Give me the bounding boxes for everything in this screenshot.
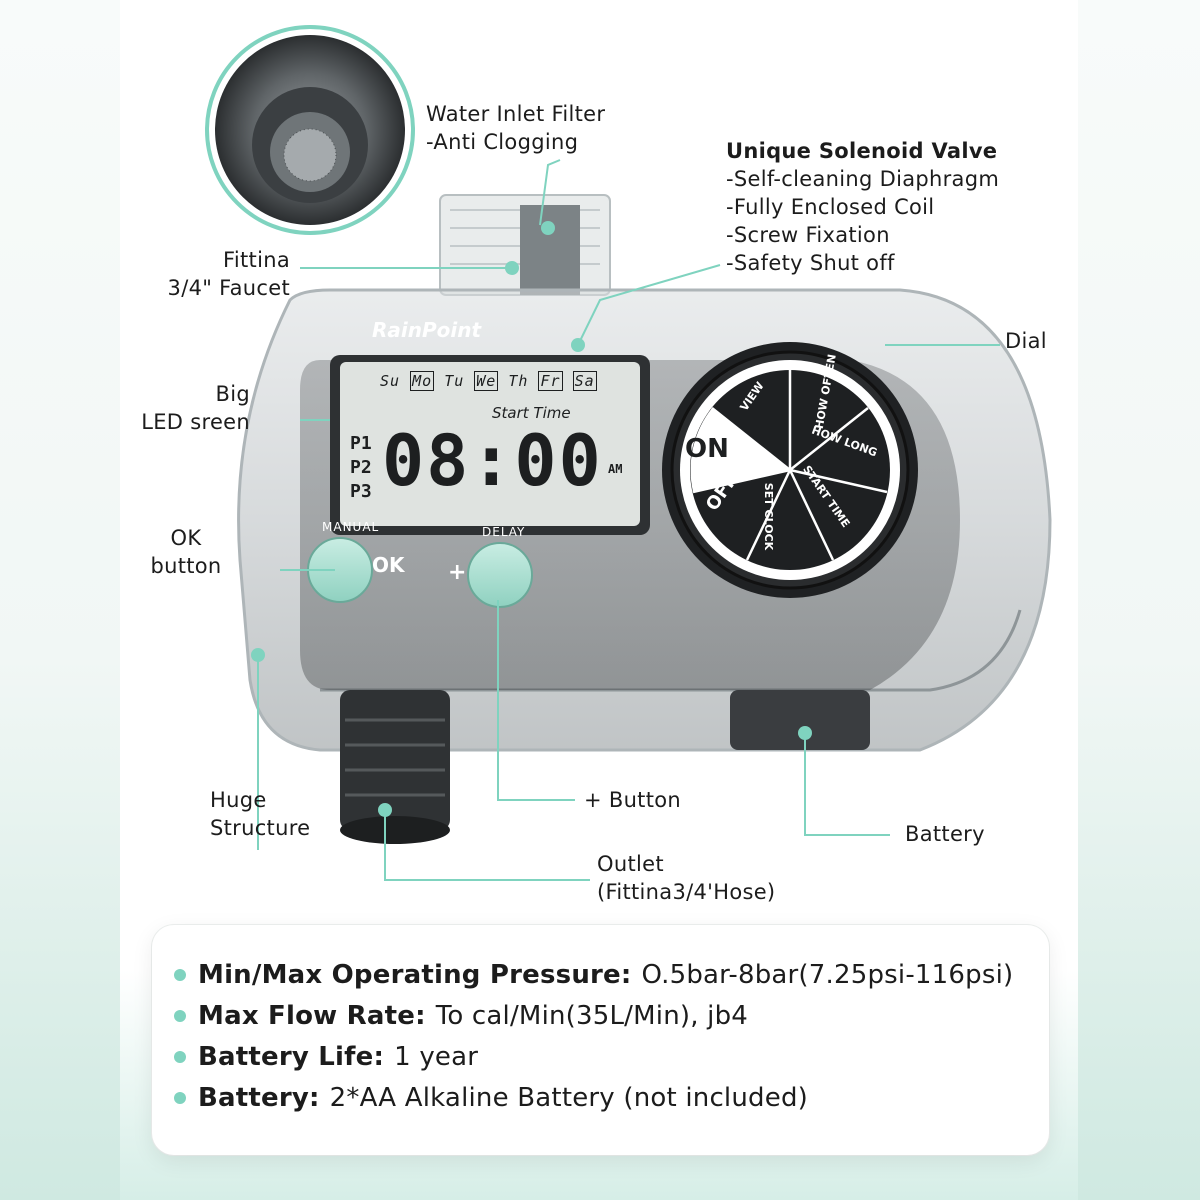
callout-plus-button: + Button <box>584 788 682 812</box>
plus-button[interactable]: + <box>448 560 467 585</box>
dial-segment-set-clock[interactable]: SET CLOCK <box>762 482 776 551</box>
ok-button[interactable]: OK <box>372 553 405 577</box>
lcd-ampm: AM <box>608 462 623 476</box>
lcd-time: 08:00 <box>382 420 603 502</box>
callout-battery: Battery <box>905 822 985 846</box>
spec-row-battery: Battery: 2*AA Alkaline Battery (not incl… <box>174 1081 808 1115</box>
bullet-icon <box>174 1010 186 1022</box>
lcd-days: Su Mo Tu We Th Fr Sa <box>380 371 597 391</box>
spec-row-battery-life: Battery Life: 1 year <box>174 1040 478 1074</box>
dial-segment-how-long[interactable]: HOW LONG <box>809 423 879 460</box>
callout-fitting: Fittina 3/4" Faucet <box>167 248 290 300</box>
callout-solenoid-valve: Unique Solenoid Valve -Self-cleaning Dia… <box>726 139 1000 275</box>
background-left-strip <box>0 0 120 1200</box>
callout-water-inlet-filter: Water Inlet Filter -Anti Clogging <box>426 102 606 154</box>
dial-segment-off[interactable]: OFF <box>701 470 742 515</box>
spec-row-pressure: Min/Max Operating Pressure: O.5bar-8bar(… <box>174 958 1013 992</box>
callout-led-screen: Big LED sreen <box>141 382 250 434</box>
specs-card: Min/Max Operating Pressure: O.5bar-8bar(… <box>152 925 1049 1155</box>
callout-ok-button: OK button <box>150 526 222 578</box>
bullet-icon <box>174 1092 186 1104</box>
dial-segment-on[interactable]: ON <box>685 434 729 464</box>
inlet-filter-inset <box>205 25 415 235</box>
callout-dial: Dial <box>1005 329 1047 353</box>
callout-huge-structure: Huge Structure <box>210 788 311 840</box>
manual-label: MANUAL <box>322 520 380 534</box>
delay-label: DELAY <box>482 525 526 539</box>
bullet-icon <box>174 1051 186 1063</box>
brand-logo: RainPoint <box>372 318 482 342</box>
dial-segment-start-time[interactable]: START TIME <box>800 463 853 530</box>
dial-segment-how-often[interactable]: HOW OFTEN <box>812 353 839 430</box>
background-right-strip <box>1078 0 1200 1200</box>
bullet-icon <box>174 969 186 981</box>
spec-row-flow-rate: Max Flow Rate: To cal/Min(35L/Min), jb4 <box>174 999 748 1033</box>
lcd-screen: Su Mo Tu We Th Fr Sa Start Time P1 P2 P3… <box>340 362 640 526</box>
callout-outlet: Outlet (Fittina3/4'Hose) <box>597 852 776 904</box>
dial-knob <box>662 342 918 598</box>
lcd-programs: P1 P2 P3 <box>350 433 372 502</box>
lcd-start-time: Start Time <box>492 404 571 422</box>
dial-segment-view[interactable]: VIEW <box>737 379 767 414</box>
